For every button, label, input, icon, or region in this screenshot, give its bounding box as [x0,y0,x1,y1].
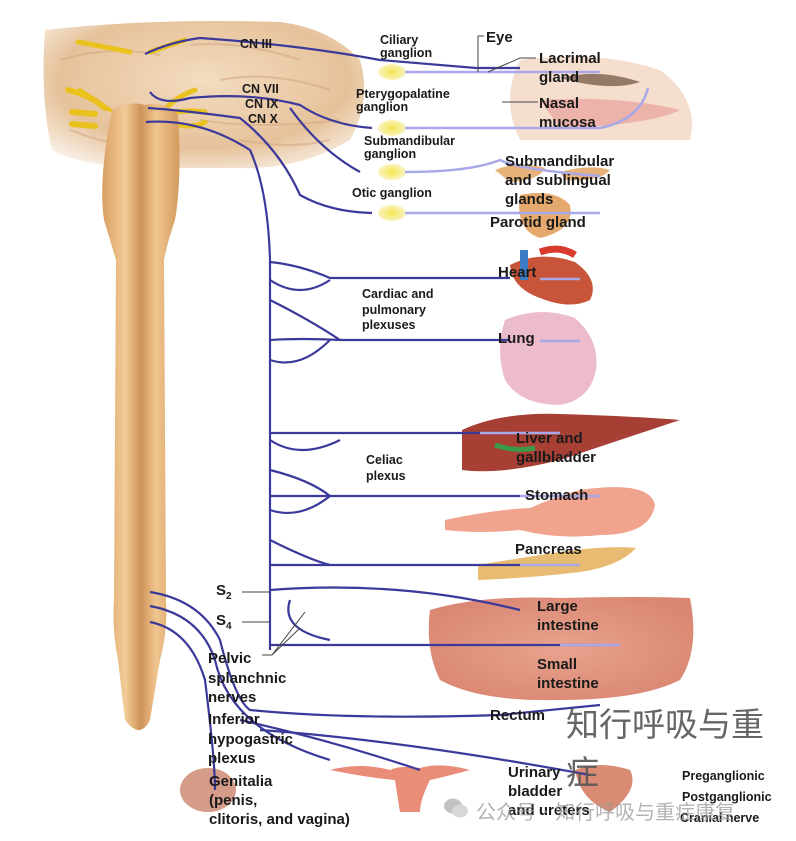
label-s4: S4 [216,613,232,633]
pterygopalatine-ganglion [378,120,406,136]
label-celiac-plexus: Celiac plexus [366,453,406,483]
spinal-cord [102,103,180,731]
submandibular-gland-illustration [495,164,610,182]
label-s2: S2 [216,583,232,603]
label-inferior-hypogastric: Inferior hypogastric plexus [208,711,294,767]
genitalia-illustration [180,768,236,812]
label-urinary-bladder: Urinary bladder and ureters [508,764,590,819]
heart-illustration [510,245,593,305]
label-nasal-mucosa: Nasal mucosa [539,95,596,131]
bladder-illustration [575,765,633,812]
legend-postganglionic: Postganglionic [682,790,772,804]
s2-letter: S [216,582,227,599]
submandibular-ganglion [378,164,406,180]
label-cn7: CN VII [242,82,279,96]
lacrimal-pointer [487,57,536,73]
label-otic-ganglion: Otic ganglion [352,186,432,200]
wechat-icon [444,798,468,818]
label-lacrimal-gland: Lacrimal gland [539,50,601,86]
label-cardiac-plexus: Cardiac and pulmonary plexuses [362,287,434,333]
reproductive-illustration [330,765,470,812]
ciliary-ganglion [378,64,406,80]
label-pelvic-splanchnic: Pelvic splanchnic nerves [208,650,287,706]
brain [43,21,365,170]
label-submandibular-glands: Submandibular and sublingual glands [505,153,615,208]
label-stomach: Stomach [525,487,589,504]
preganglionic-fibers [144,36,601,791]
label-rectum: Rectum [490,707,546,724]
legend-cranial-nerve: Cranial nerve [680,811,760,825]
face-illustration [510,56,692,140]
label-submandibular-ganglion: Submandibular ganglion [364,134,455,162]
liver-illustration [462,413,680,472]
label-lung: Lung [498,330,535,347]
otic-ganglion [378,205,406,221]
label-pterygopalatine-ganglion: Pterygopalatine ganglion [356,87,450,115]
pelvic-pointer [262,611,306,656]
label-ciliary-ganglion: Ciliary ganglion [380,33,433,61]
label-cn3: CN III [240,37,272,51]
watermark-account: 公众号 · 知行呼吸与重症康复 [476,800,736,824]
label-cn9: CN IX [245,97,279,111]
label-small-intestine: Small intestine [537,656,599,692]
label-liver-gallbladder: Liver and gallbladder [516,430,597,466]
lung-illustration [500,311,597,405]
s4-subscript: 4 [226,621,232,632]
s4-letter: S [216,612,227,629]
label-heart: Heart [498,264,537,281]
s2-subscript: 2 [226,591,232,602]
legend-preganglionic: Preganglionic [682,769,765,783]
label-eye: Eye [486,29,513,46]
label-pancreas: Pancreas [515,541,582,558]
ganglia [378,64,406,221]
label-large-intestine: Large intestine [537,598,599,634]
eye-pointer [477,35,484,72]
label-cn10: CN X [248,112,278,126]
stomach-illustration [445,487,655,537]
label-genitalia: Genitalia (penis, clitoris, and vagina) [209,773,350,828]
watermark-main: 知行呼吸与重症 [566,705,764,792]
label-parotid-gland: Parotid gland [490,214,586,231]
intestine-illustration [428,597,694,701]
postganglionic-fibers [404,70,650,647]
parotid-gland-illustration [519,192,571,238]
pancreas-illustration [478,547,636,580]
